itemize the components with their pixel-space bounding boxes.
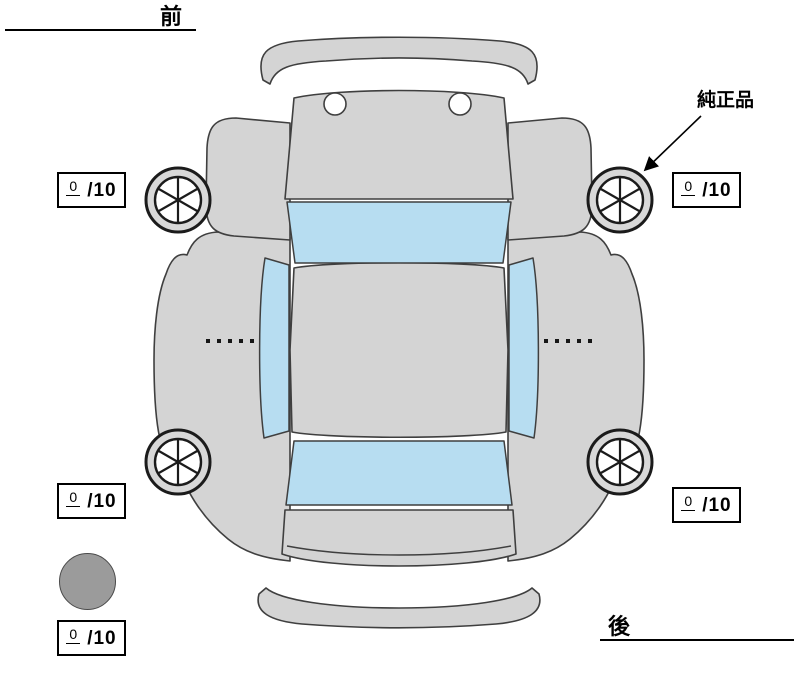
car-trunk [281,509,517,567]
spare-tire-icon [59,553,116,610]
tread-scale-rear-left: /10 [87,490,117,512]
genuine-part-arrow [643,115,702,172]
tread-score-front-right: 0 /10 [672,172,741,208]
tread-score-front-left: 0 /10 [57,172,126,208]
tread-scale-rear-right: /10 [702,494,732,516]
tread-scale-spare: /10 [87,627,117,649]
wheel-rear-left [144,428,212,496]
hood-circle-right [448,92,472,116]
spokes-rear-right [599,439,641,485]
windshield-glass [286,201,512,264]
tread-scale-front-left: /10 [87,179,117,201]
rear-direction-label: 後 [600,611,794,641]
wheel-front-right [586,166,654,234]
front-label-text: 前 [159,3,182,29]
tread-score-rear-right: 0 /10 [672,487,741,523]
front-fender-left [205,117,291,241]
car-front-bumper [260,36,538,85]
tread-value-rear-left: 0 [66,490,81,507]
genuine-part-label: 純正品 [697,90,755,111]
side-window-left-glass [258,257,290,439]
wheel-front-left [144,166,212,234]
tread-value-spare: 0 [66,627,81,644]
trunk-lid-line [286,545,512,556]
tread-scale-front-right: /10 [702,179,732,201]
front-fender-right [507,117,593,241]
tread-score-rear-left: 0 /10 [57,483,126,519]
rear-window-glass [285,440,513,506]
tread-value-front-left: 0 [66,179,81,196]
tread-value-front-right: 0 [681,179,696,196]
front-direction-label: 前 [5,1,196,31]
rear-label-text: 後 [608,613,631,639]
side-window-right-glass [508,257,540,439]
hood-circle-left [323,92,347,116]
car-hood [284,89,514,200]
car-rear-bumper [257,587,541,629]
tread-score-spare: 0 /10 [57,620,126,656]
spokes-rear-left [157,439,199,485]
car-roof [289,261,509,439]
wheel-rear-right [586,428,654,496]
tread-value-rear-right: 0 [681,494,696,511]
spokes-front-right [599,177,641,223]
spokes-front-left [157,177,199,223]
